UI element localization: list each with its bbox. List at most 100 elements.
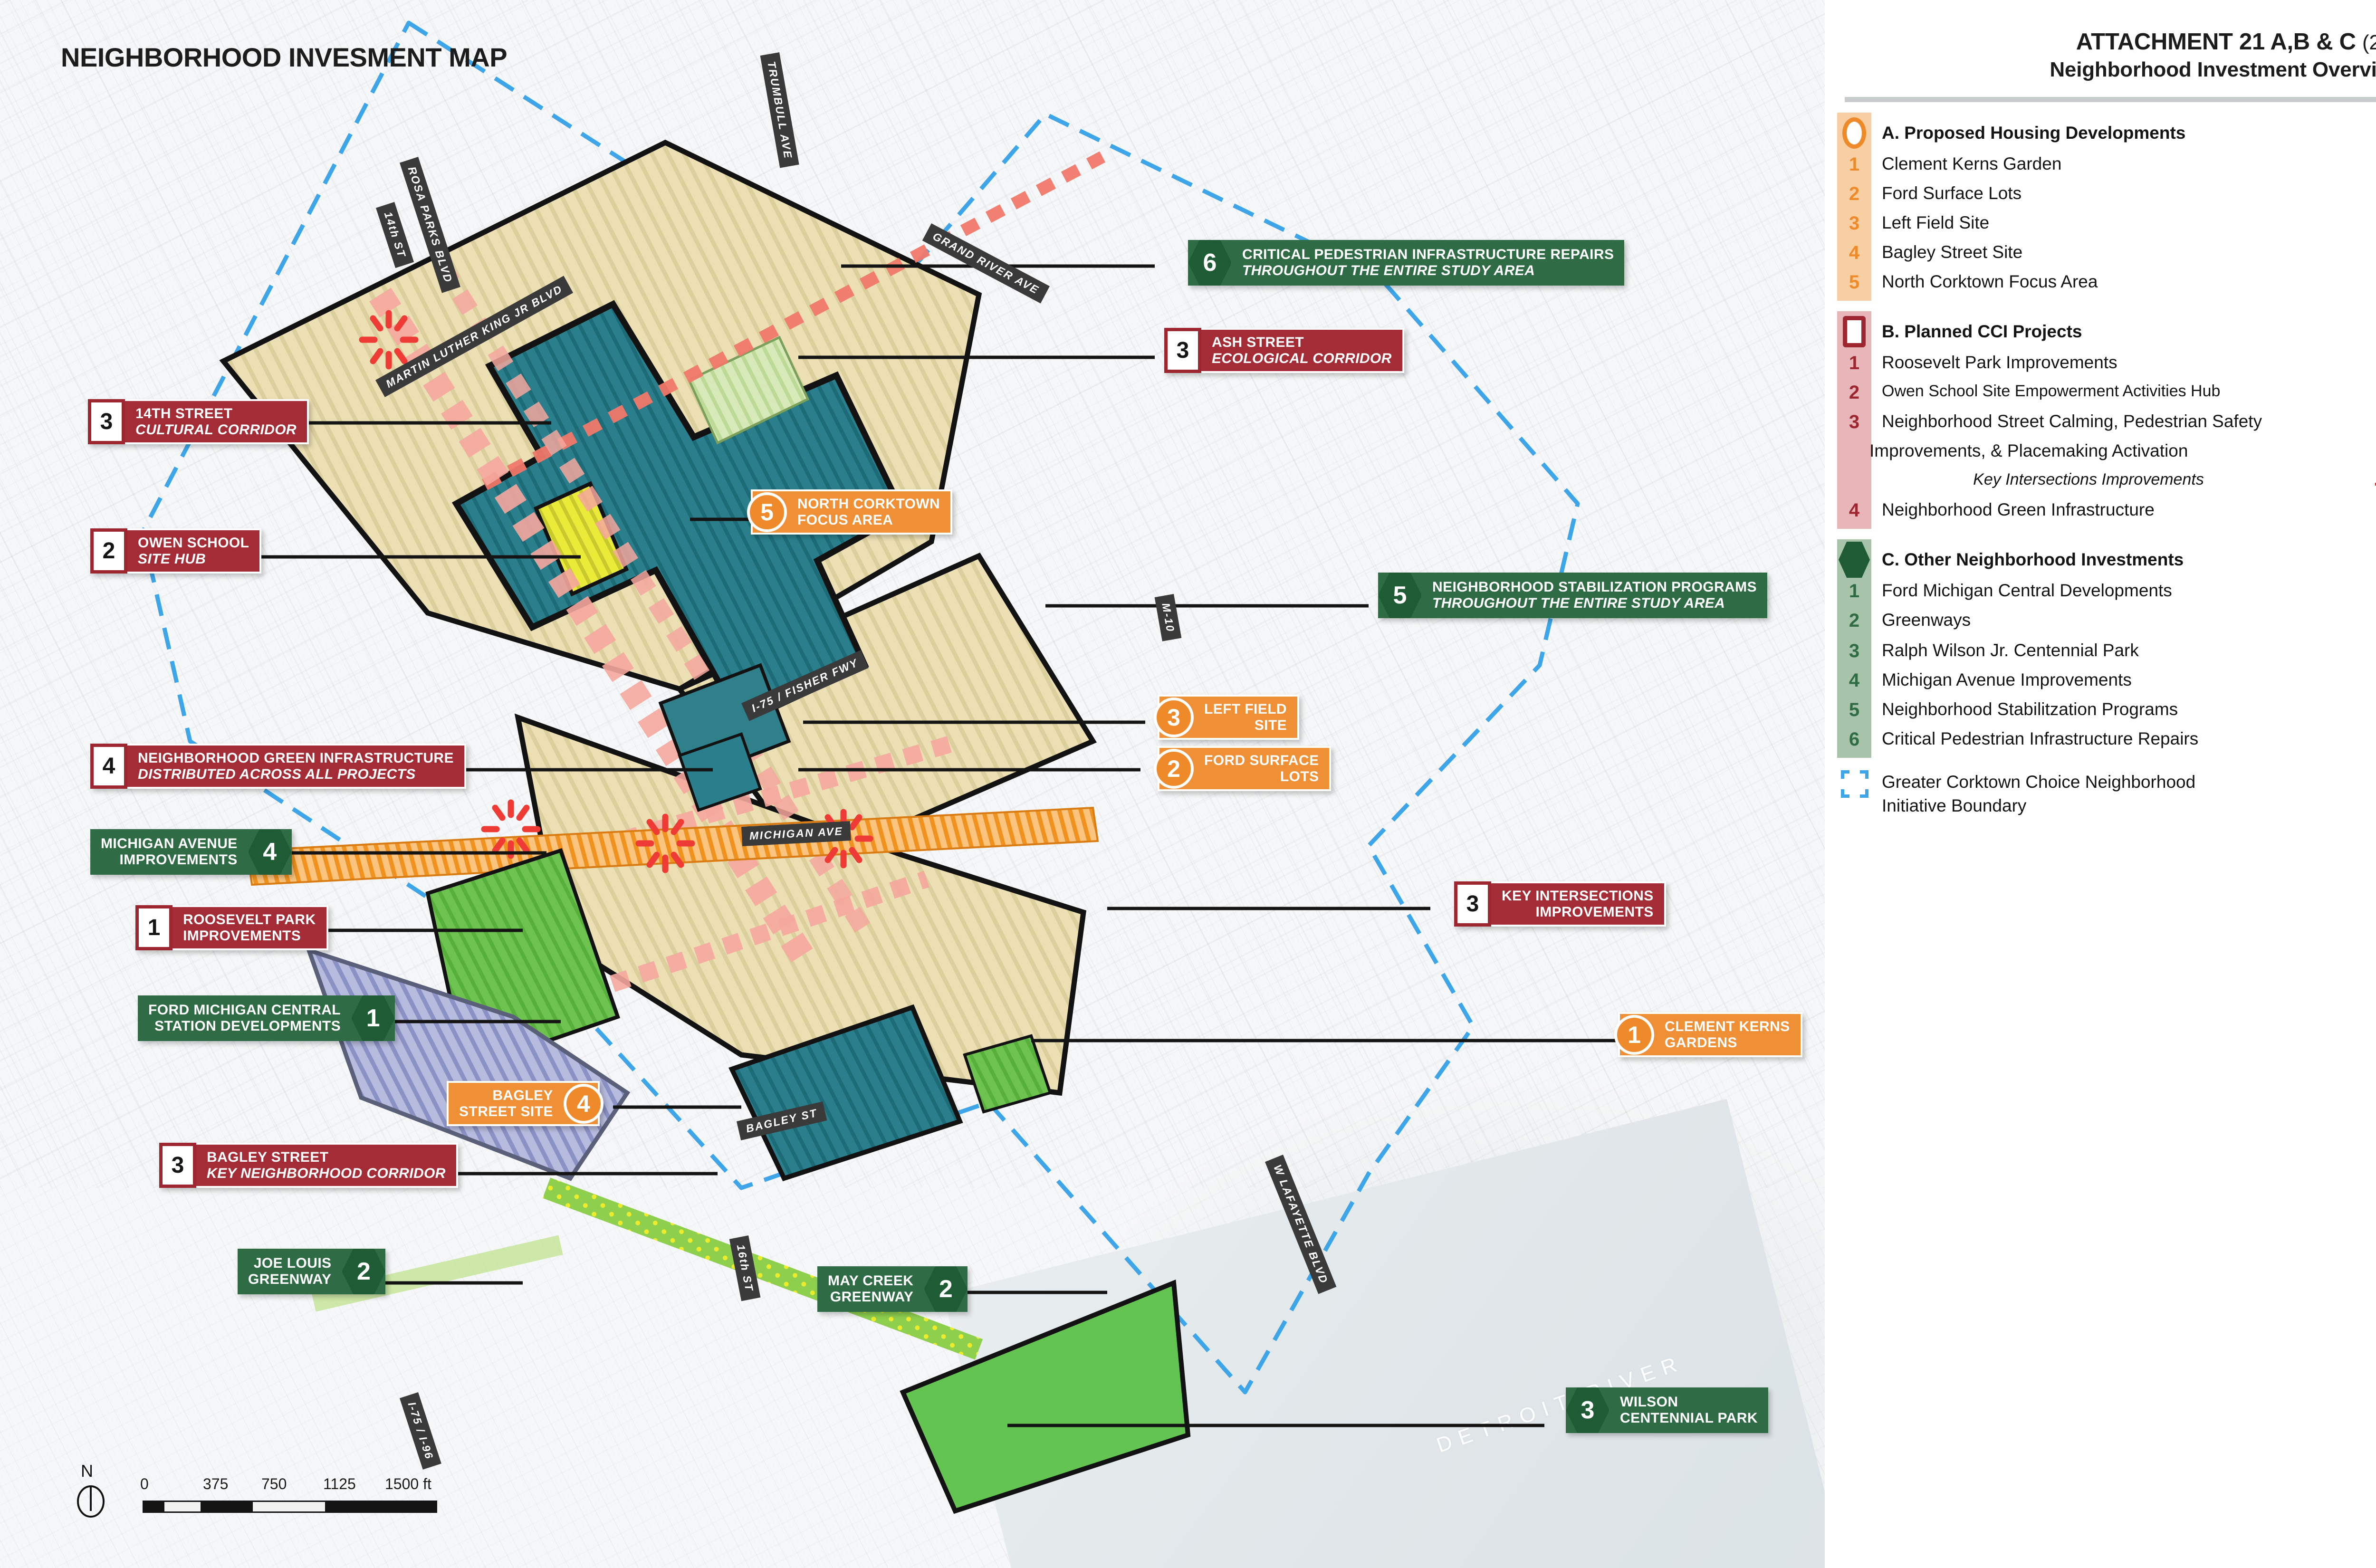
legend-item-c2[interactable]: 2 Greenways — [1825, 610, 2376, 640]
callout-left-field-site[interactable]: 3 LEFT FIELD SITE — [1154, 695, 1299, 740]
legend-item-number: 1 — [1849, 581, 1860, 602]
callout-14th-street[interactable]: 3 14TH STREET CULTURAL CORRIDOR — [88, 399, 309, 445]
north-arrow-icon — [77, 1485, 105, 1518]
callout-line1: BAGLEY STREET — [207, 1149, 329, 1165]
callout-line1: MICHIGAN AVENUE — [101, 836, 238, 852]
callout-line1: NEIGHBORHOOD STABILIZATION PROGRAMS — [1432, 579, 1757, 595]
callout-number: 4 — [90, 744, 127, 789]
legend-group-b: B. Planned CCI Projects 1 Roosevelt Park… — [1825, 311, 2376, 529]
callout-wilson-centennial-park[interactable]: 3 WILSON CENTENNIAL PARK — [1566, 1387, 1768, 1433]
callout-roosevelt-park[interactable]: 1 ROOSEVELT PARK IMPROVEMENTS — [135, 905, 328, 951]
callout-stabilization-programs[interactable]: 5 NEIGHBORHOOD STABILIZATION PROGRAMS TH… — [1378, 573, 1767, 618]
legend-item-number: 1 — [1849, 154, 1860, 175]
legend-item-label: Ralph Wilson Jr. Centennial Park — [1882, 641, 2139, 660]
legend-item-a5[interactable]: 5 North Corktown Focus Area — [1825, 271, 2376, 301]
legend-item-b3[interactable]: 3 Neighborhood Street Calming, Pedestria… — [1825, 411, 2376, 440]
callout-line1: WILSON — [1620, 1394, 1678, 1410]
callout-neighborhood-green-infrastructure[interactable]: 4 NEIGHBORHOOD GREEN INFRASTRUCTURE DIST… — [90, 744, 466, 789]
legend-item-label: Critical Pedestrian Infrastructure Repai… — [1882, 729, 2199, 748]
legend-boundary-label: Greater Corktown Choice Neighborhood Ini… — [1882, 772, 2196, 815]
callout-number: 3 — [1154, 697, 1194, 737]
callout-line1: MAY CREEK — [828, 1273, 914, 1289]
callout-line2: THROUGHOUT THE ENTIRE STUDY AREA — [1432, 595, 1725, 611]
callout-bagley-street-corridor[interactable]: 3 BAGLEY STREET KEY NEIGHBORHOOD CORRIDO… — [159, 1143, 458, 1188]
scale-tick-0: 0 — [140, 1475, 149, 1492]
legend-item-a3[interactable]: 3 Left Field Site — [1825, 212, 2376, 242]
callout-line1: LEFT FIELD — [1204, 701, 1287, 717]
callout-ford-surface-lots[interactable]: 2 FORD SURFACE LOTS — [1154, 746, 1332, 792]
callout-number: 3 — [159, 1143, 196, 1188]
hexagon-marker-icon — [1837, 542, 1871, 578]
legend-item-label: Neighborhood Stabilitzation Programs — [1882, 699, 2178, 719]
map-canvas[interactable]: DETROIT RIVER — [0, 0, 1825, 1568]
callout-number: 1 — [351, 995, 395, 1041]
callout-line1: FORD MICHIGAN CENTRAL — [148, 1002, 341, 1018]
legend-item-b2[interactable]: 2 Owen School Site Empowerment Activitie… — [1825, 382, 2376, 411]
callout-bagley-street-site[interactable]: 4 BAGLEY STREET SITE — [447, 1081, 604, 1127]
legend-group-a-header: A. Proposed Housing Developments — [1825, 113, 2376, 153]
callout-number: 3 — [88, 399, 125, 445]
legend-item-a2[interactable]: 2 Ford Surface Lots — [1825, 183, 2376, 212]
callout-line1: CRITICAL PEDESTRIAN INFRASTRUCTURE REPAI… — [1242, 247, 1614, 263]
legend-item-label: North Corktown Focus Area — [1882, 272, 2098, 291]
callout-may-creek-greenway[interactable]: 2 MAY CREEK GREENWAY — [817, 1266, 968, 1312]
attachment-page: (2/2) — [2362, 31, 2376, 54]
callout-critical-pedestrian-repairs[interactable]: 6 CRITICAL PEDESTRIAN INFRASTRUCTURE REP… — [1188, 240, 1625, 286]
callout-number: 4 — [248, 829, 292, 875]
legend-group-a: A. Proposed Housing Developments 1 Cleme… — [1825, 113, 2376, 301]
legend-item-a1[interactable]: 1 Clement Kerns Garden — [1825, 153, 2376, 183]
legend-item-number: 3 — [1849, 641, 1860, 661]
legend-item-b4[interactable]: 4 Neighborhood Green Infrastructure — [1825, 499, 2376, 529]
callout-line2: LOTS — [1280, 768, 1319, 784]
callout-line2: ECOLOGICAL CORRIDOR — [1212, 350, 1392, 366]
legend-item-label: Owen School Site Empowerment Activities … — [1882, 382, 2221, 400]
legend-item-c1[interactable]: 1 Ford Michigan Central Developments — [1825, 580, 2376, 610]
callout-line2: GREENWAY — [830, 1289, 914, 1305]
legend-item-number: 4 — [1849, 242, 1860, 263]
scale-tick-1500: 1500 ft — [385, 1475, 431, 1492]
callout-north-corktown[interactable]: 5 NORTH CORKTOWN FOCUS AREA — [747, 489, 953, 535]
callout-line1: ASH STREET — [1212, 335, 1304, 350]
callout-line1: FORD SURFACE — [1204, 753, 1319, 768]
legend-boundary-row: Greater Corktown Choice Neighborhood Ini… — [1825, 770, 2376, 818]
callout-ford-michigan-central[interactable]: 1 FORD MICHIGAN CENTRAL STATION DEVELOPM… — [138, 995, 395, 1041]
callout-line2: SITE — [1254, 717, 1287, 733]
callout-line2: CENTENNIAL PARK — [1620, 1410, 1758, 1426]
callout-michigan-avenue-improvements[interactable]: 4 MICHIGAN AVENUE IMPROVEMENTS — [90, 829, 292, 875]
legend-item-label: Left Field Site — [1882, 213, 1990, 232]
callout-number: 3 — [1454, 881, 1491, 927]
callout-ash-street[interactable]: 3 ASH STREET ECOLOGICAL CORRIDOR — [1164, 328, 1404, 373]
callout-number: 2 — [342, 1249, 386, 1294]
callout-line2: GREENWAY — [248, 1272, 332, 1287]
legend-group-c-header: C. Other Neighborhood Investments — [1825, 539, 2376, 580]
legend-item-a4[interactable]: 4 Bagley Street Site — [1825, 242, 2376, 271]
legend-item-c5[interactable]: 5 Neighborhood Stabilitzation Programs — [1825, 699, 2376, 728]
callout-clement-kerns-gardens[interactable]: 1 CLEMENT KERNS GARDENS — [1614, 1012, 1802, 1058]
callout-line1: ROOSEVELT PARK — [183, 912, 316, 927]
scale-tick-750: 750 — [261, 1475, 287, 1492]
callout-line1: JOE LOUIS — [253, 1255, 332, 1272]
legend-item-label-continued: Improvements, & Placemaking Activation — [1869, 441, 2188, 460]
legend-item-c6[interactable]: 6 Critical Pedestrian Infrastructure Rep… — [1825, 728, 2376, 758]
callout-owen-school[interactable]: 2 OWEN SCHOOL SITE HUB — [90, 528, 262, 574]
legend-item-key-intersections: Key Intersections Improvements — [1825, 470, 2376, 499]
callout-joe-louis-greenway[interactable]: 2 JOE LOUIS GREENWAY — [238, 1249, 386, 1294]
callout-line2: THROUGHOUT THE ENTIRE STUDY AREA — [1242, 263, 1535, 278]
callout-line1: BAGLEY — [492, 1088, 553, 1103]
legend-item-b1[interactable]: 1 Roosevelt Park Improvements — [1825, 352, 2376, 382]
scale-bar-labels: 0 375 750 1125 1500 ft — [138, 1475, 442, 1494]
callout-line1: CLEMENT KERNS — [1665, 1019, 1790, 1034]
callout-line2: KEY NEIGHBORHOOD CORRIDOR — [207, 1165, 446, 1181]
callout-key-intersections[interactable]: 3 KEY INTERSECTIONS IMPROVEMENTS — [1454, 881, 1666, 927]
legend-item-c4[interactable]: 4 Michigan Avenue Improvements — [1825, 669, 2376, 699]
callout-line2: STATION DEVELOPMENTS — [154, 1018, 341, 1034]
callout-number: 5 — [747, 492, 787, 532]
callout-line1: KEY INTERSECTIONS — [1502, 888, 1654, 904]
callout-number: 4 — [563, 1083, 604, 1124]
page-title: NEIGHBORHOOD INVESMENT MAP — [61, 42, 508, 72]
callout-number: 1 — [135, 905, 172, 951]
legend-subtitle: Neighborhood Investment Overview — [2050, 58, 2376, 81]
legend-item-b3-cont: Improvements, & Placemaking Activation — [1825, 440, 2376, 470]
legend-item-c3[interactable]: 3 Ralph Wilson Jr. Centennial Park — [1825, 640, 2376, 669]
legend-item-number: 3 — [1849, 411, 1860, 432]
